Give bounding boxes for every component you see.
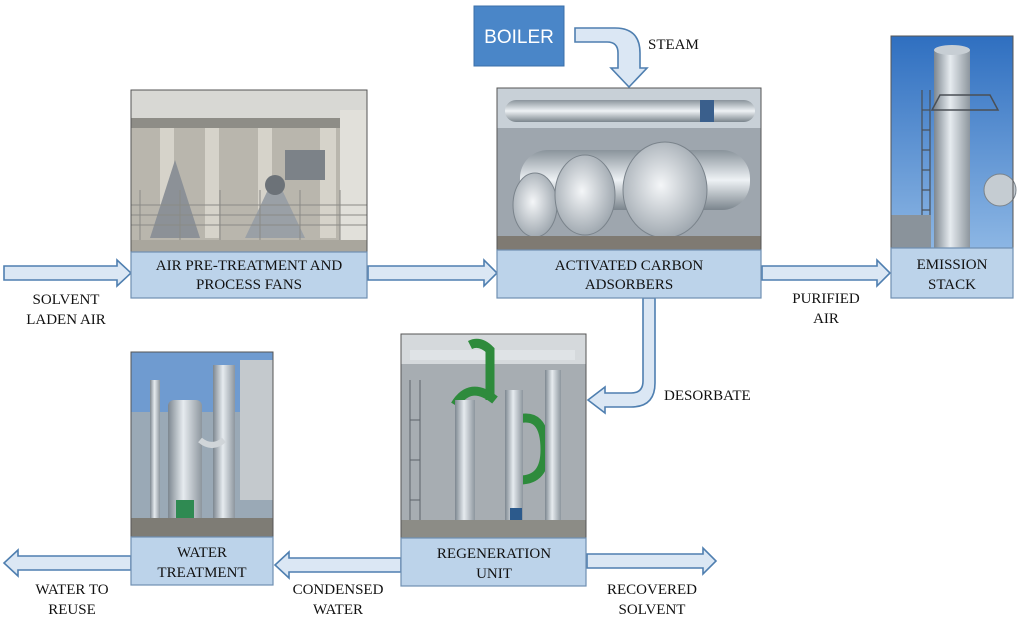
condensed-water-label-line2: WATER	[313, 602, 363, 618]
adsorbers-box: ACTIVATED CARBON ADSORBERS	[496, 249, 762, 299]
regeneration-label-line1: REGENERATION	[437, 546, 551, 562]
regeneration-photo	[400, 333, 587, 539]
condensed-water-arrow	[273, 550, 402, 580]
boiler-label: BOILER	[484, 27, 554, 48]
purified-air-label-line1: PURIFIED	[792, 291, 860, 307]
water-treatment-photo	[130, 351, 274, 538]
stack-box: EMISSION STACK	[890, 247, 1014, 299]
inlet-arrow	[3, 258, 133, 288]
pretreatment-label-line1: AIR PRE-TREATMENT AND	[156, 258, 343, 274]
recovered-solvent-label-line2: SOLVENT	[619, 602, 686, 618]
desorbate-label: DESORBATE	[664, 388, 751, 404]
stack-label-line2: STACK	[928, 277, 976, 293]
water-to-reuse-label-line1: WATER TO	[35, 582, 108, 598]
water-treatment-label-line2: TREATMENT	[157, 565, 246, 581]
adsorbers-label-line1: ACTIVATED CARBON	[555, 258, 704, 274]
adsorbers-photo	[496, 87, 762, 251]
pretreatment-to-adsorbers-arrow	[367, 258, 499, 288]
boiler-node: BOILER	[473, 5, 565, 67]
regeneration-label-line2: UNIT	[476, 566, 512, 582]
purified-air-label-line2: AIR	[813, 311, 839, 327]
stack-label-line1: EMISSION	[917, 257, 988, 273]
desorbate-arrow	[586, 297, 656, 415]
adsorbers-to-stack-arrow	[761, 258, 892, 288]
solvent-laden-air-label-line1: SOLVENT	[33, 292, 100, 308]
solvent-laden-air-label-line2: LADEN AIR	[26, 312, 106, 328]
pretreatment-photo	[130, 89, 368, 253]
water-treatment-label-line1: WATER	[177, 545, 227, 561]
steam-arrow	[574, 27, 649, 89]
steam-label: STEAM	[648, 37, 699, 53]
adsorbers-label-line2: ADSORBERS	[585, 277, 673, 293]
water-to-reuse-label-line2: REUSE	[48, 602, 96, 618]
condensed-water-label-line1: CONDENSED	[293, 582, 384, 598]
water-reuse-arrow	[2, 548, 132, 578]
recovered-solvent-label-line1: RECOVERED	[607, 582, 697, 598]
water-treatment-box: WATER TREATMENT	[130, 536, 274, 586]
recovered-solvent-arrow	[586, 546, 718, 576]
pretreatment-label-line2: PROCESS FANS	[196, 277, 302, 293]
pretreatment-box: AIR PRE-TREATMENT AND PROCESS FANS	[130, 251, 368, 299]
regeneration-box: REGENERATION UNIT	[400, 537, 587, 587]
stack-photo	[890, 35, 1017, 249]
